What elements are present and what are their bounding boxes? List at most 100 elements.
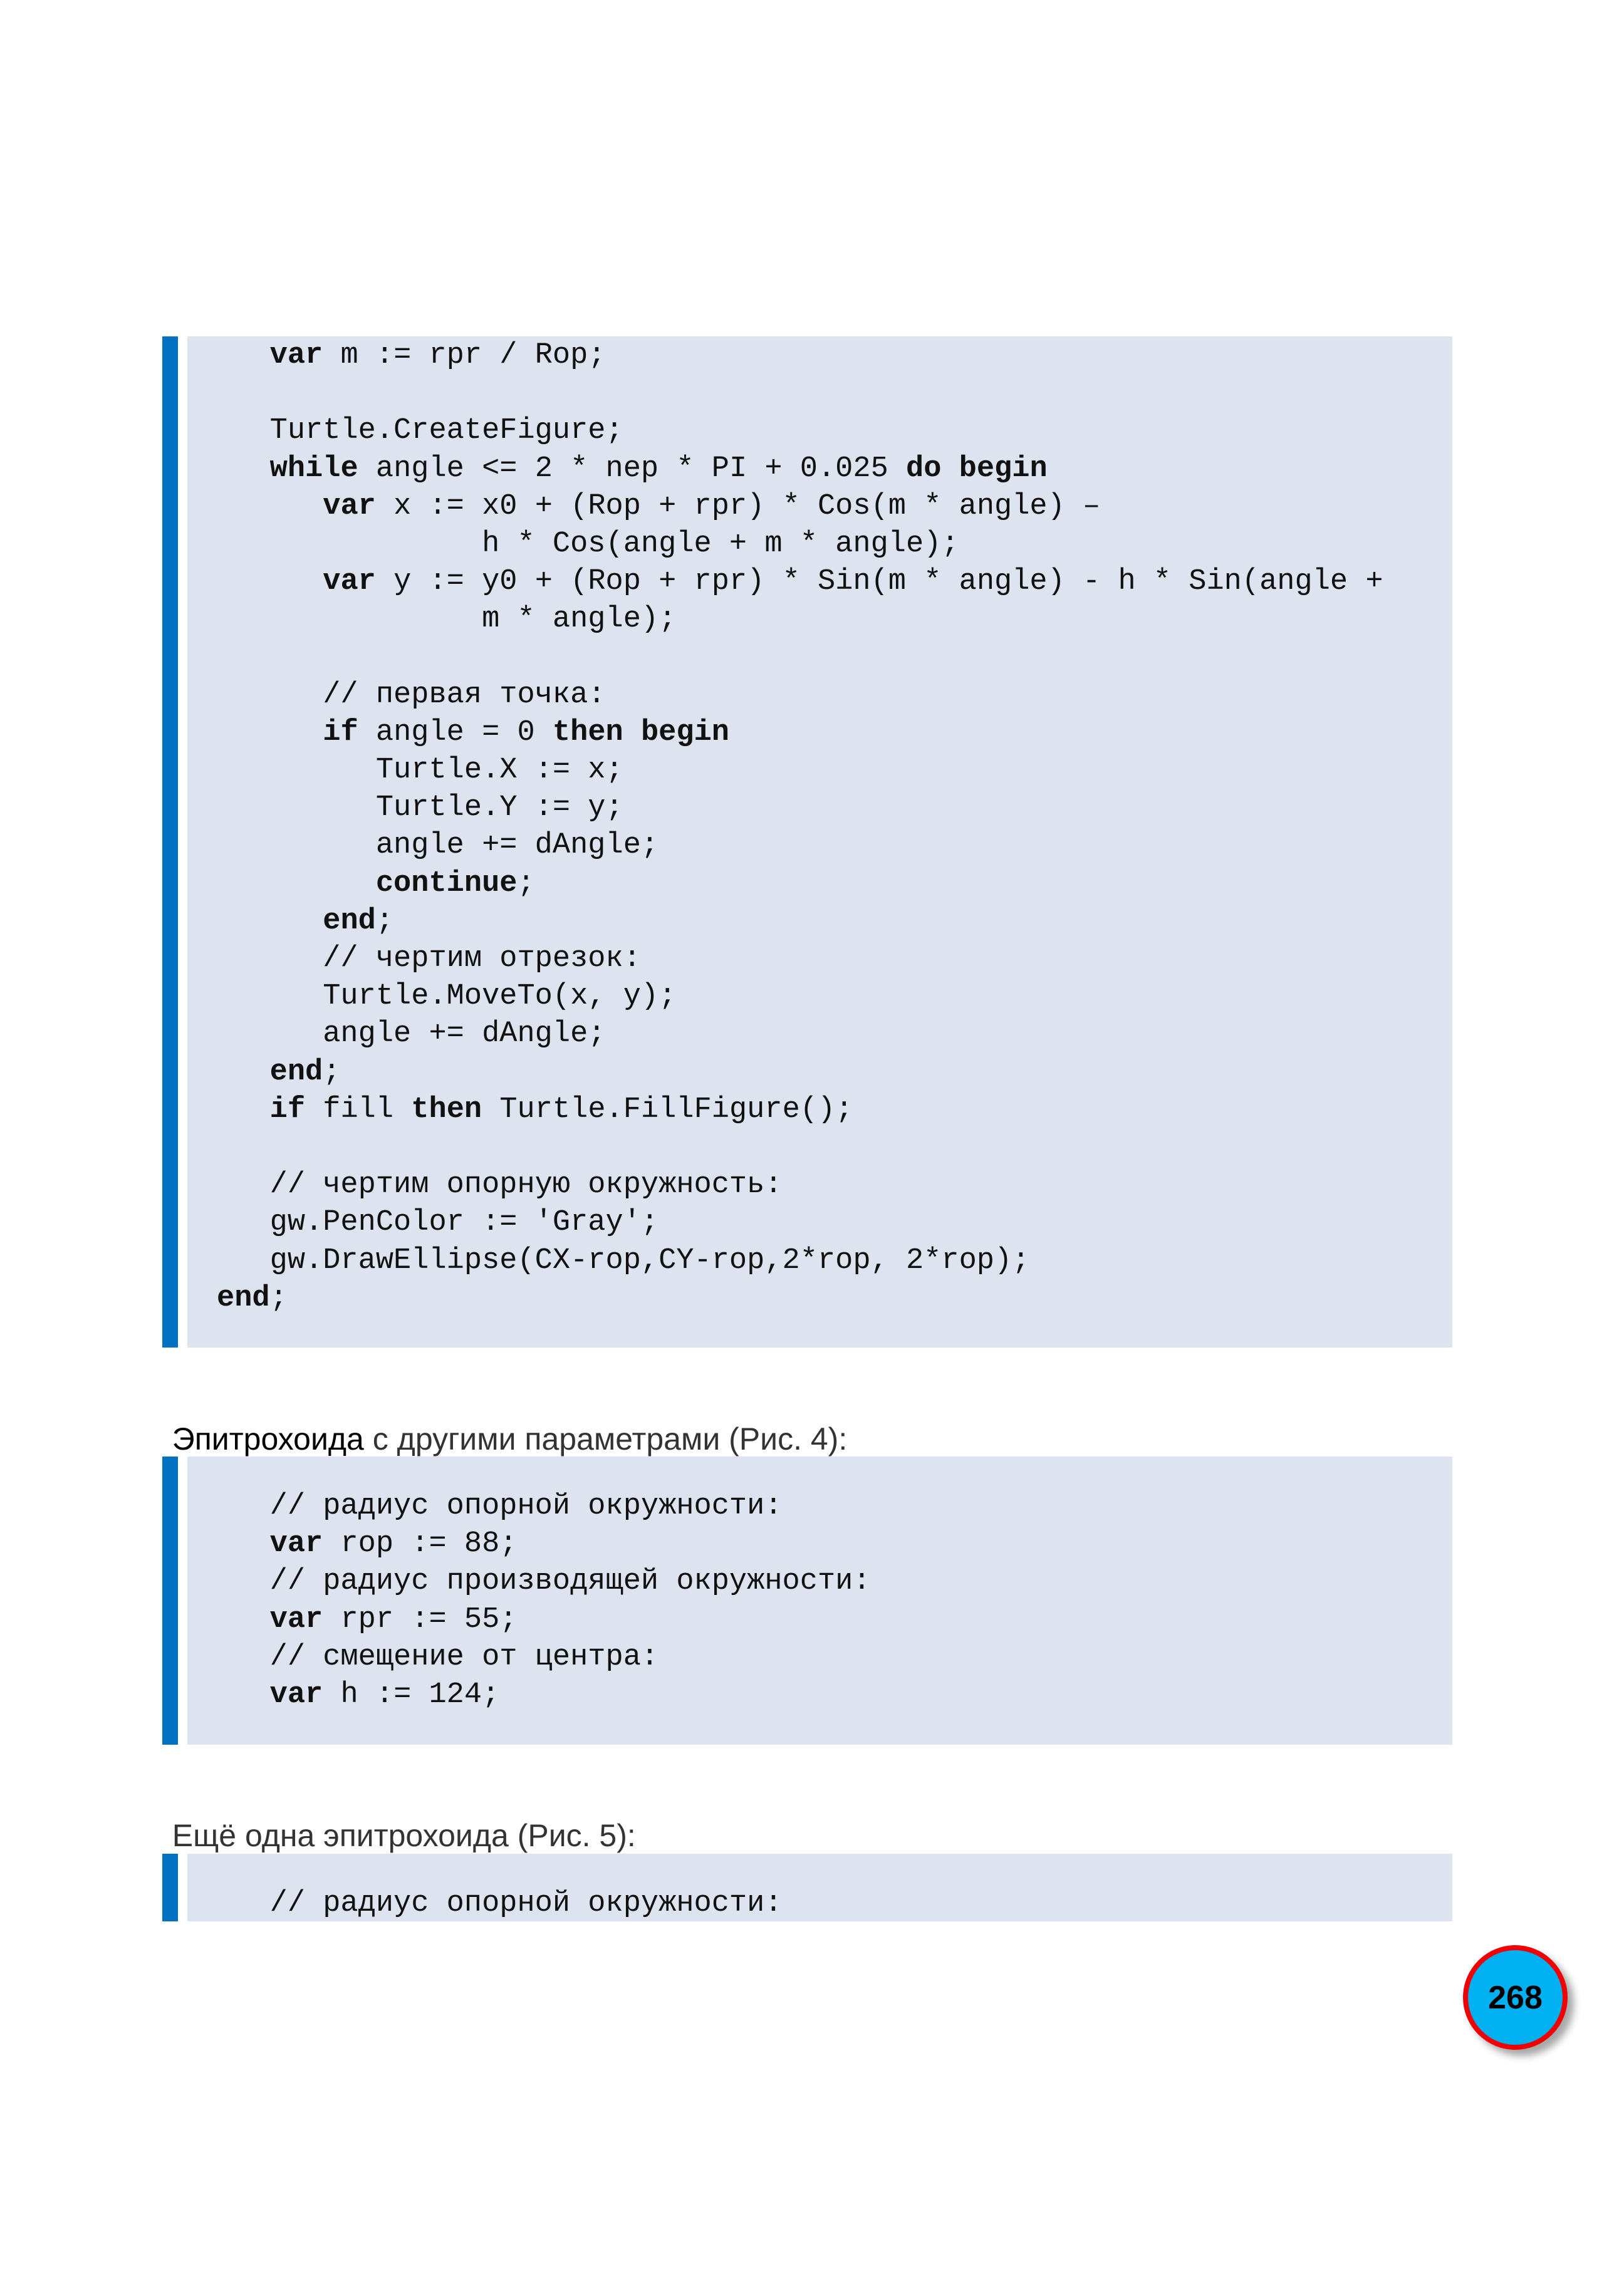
code-keyword: then [552,715,623,749]
paragraph-fig5: Ещё одна эпитрохоида (Рис. 5): [155,1781,636,1854]
code-token: h * Cos(angle + m * angle); [217,527,959,561]
code-token [217,490,323,523]
code-text: var m := rpr / Rop; Turtle.CreateFigure;… [217,337,1383,1317]
code-token: Turtle.FillFigure(); [482,1093,853,1126]
paragraph-text: Ещё одна эпитрохоида (Рис. 5): [172,1818,636,1853]
code-token: m * angle); [217,603,677,636]
code-keyword: do [906,452,942,486]
code-token [217,867,376,900]
page-number-badge: 268 [1463,1945,1568,2050]
code-token [217,339,270,372]
code-line: var h := 124; [217,1676,871,1714]
code-keyword: then [411,1093,482,1126]
code-line: // чертим опорную окружность: [217,1166,1383,1204]
code-keyword: continue [375,866,518,900]
code-token: angle += dAngle; [217,1017,606,1051]
code-line: var y := y0 + (Rop + rpr) * Sin(m * angl… [217,563,1383,601]
code-token [217,1678,270,1712]
code-token [217,716,323,749]
code-panel: // радиус опорной окружности: var rop :=… [187,1457,1452,1745]
accent-bar [162,336,178,1348]
code-token [941,452,959,486]
code-token: m := rpr / Rop; [323,339,606,372]
code-line: // радиус опорной окружности: [217,1488,871,1525]
code-token: y := y0 + (Rop + rpr) * Sin(m * angle) -… [375,565,1383,599]
code-keyword: end [217,1281,270,1315]
code-line: Turtle.X := x; [217,752,1383,789]
code-keyword: var [323,565,376,599]
code-line: // смещение от центра: [217,1639,871,1676]
code-token: rop := 88; [323,1527,518,1561]
code-line: m * angle); [217,601,1383,638]
code-line [217,375,1383,412]
code-keyword: var [269,1603,323,1636]
code-keyword: var [323,489,376,523]
code-token: gw.PenColor := 'Gray'; [217,1206,659,1240]
code-line: h * Cos(angle + m * angle); [217,526,1383,563]
code-line: if fill then Turtle.FillFigure(); [217,1091,1383,1129]
code-line: gw.PenColor := 'Gray'; [217,1204,1383,1242]
code-line: angle += dAngle; [217,827,1383,865]
code-line: gw.DrawEllipse(CX-rop,CY-rop,2*rop, 2*ro… [217,1242,1383,1280]
code-keyword: var [269,1527,323,1561]
code-block-2: // радиус опорной окружности: var rop :=… [162,1457,1452,1745]
code-line: while angle <= 2 * nep * PI + 0.025 do b… [217,450,1383,488]
code-line: var rop := 88; [217,1525,871,1563]
accent-bar [162,1457,178,1745]
code-line [217,639,1383,677]
code-token [217,452,270,486]
paragraph-text: с другими параметрами (Рис. 4): [363,1421,848,1457]
code-token: // чертим опорную окружность: [217,1168,783,1202]
code-panel: var m := rpr / Rop; Turtle.CreateFigure;… [187,336,1452,1348]
code-token: Turtle.CreateFigure; [217,414,623,448]
code-line: // радиус опорной окружности: [217,1885,783,1921]
code-token: ; [517,866,535,900]
code-line [217,1129,1383,1166]
code-keyword: end [269,1055,323,1089]
code-block-1: var m := rpr / Rop; Turtle.CreateFigure;… [162,336,1452,1348]
code-token: // чертим отрезок: [217,942,641,975]
code-token [623,716,641,749]
code-token: rpr := 55; [323,1603,518,1636]
code-token: // смещение от центра: [217,1640,659,1674]
code-token [217,1056,270,1089]
code-text: // радиус опорной окружности: var rop :=… [217,1488,871,1714]
code-keyword: while [269,452,358,486]
term-epitrochoid: Эпитрохоида [172,1421,364,1457]
code-keyword: begin [640,715,729,749]
code-token: angle <= 2 * nep * PI + 0.025 [358,452,906,486]
code-line: Turtle.MoveTo(x, y); [217,978,1383,1016]
code-keyword: begin [959,452,1048,486]
code-line: if angle = 0 then begin [217,714,1383,752]
code-line: end; [217,1280,1383,1317]
code-token: ; [323,1055,341,1089]
code-line: angle += dAngle; [217,1016,1383,1053]
code-token [217,1093,270,1126]
code-token: gw.DrawEllipse(CX-rop,CY-rop,2*rop, 2*ro… [217,1244,1030,1277]
code-keyword: var [269,339,323,372]
code-token: h := 124; [323,1678,500,1712]
code-keyword: var [269,1678,323,1712]
code-token [217,565,323,598]
code-line: var rpr := 55; [217,1601,871,1639]
code-token: // радиус производящей окружности: [217,1565,871,1599]
code-token: ; [375,904,394,938]
code-token: angle = 0 [358,715,553,749]
code-token: fill [305,1093,412,1126]
code-line: Turtle.Y := y; [217,789,1383,827]
code-line: Turtle.CreateFigure; [217,412,1383,450]
code-block-3: // радиус опорной окружности: [162,1854,1452,1921]
code-token [217,905,323,938]
code-token: ; [269,1281,288,1315]
code-keyword: if [269,1093,306,1126]
code-token: Turtle.Y := y; [217,791,623,825]
accent-bar [162,1854,178,1921]
code-token: Turtle.X := x; [217,754,623,787]
code-token [217,1527,270,1561]
code-keyword: end [323,904,376,938]
code-keyword: if [323,715,358,749]
code-text: // радиус опорной окружности: [217,1885,783,1921]
code-line: // радиус производящей окружности: [217,1563,871,1601]
code-line: end; [217,1054,1383,1091]
code-line: // первая точка: [217,677,1383,714]
